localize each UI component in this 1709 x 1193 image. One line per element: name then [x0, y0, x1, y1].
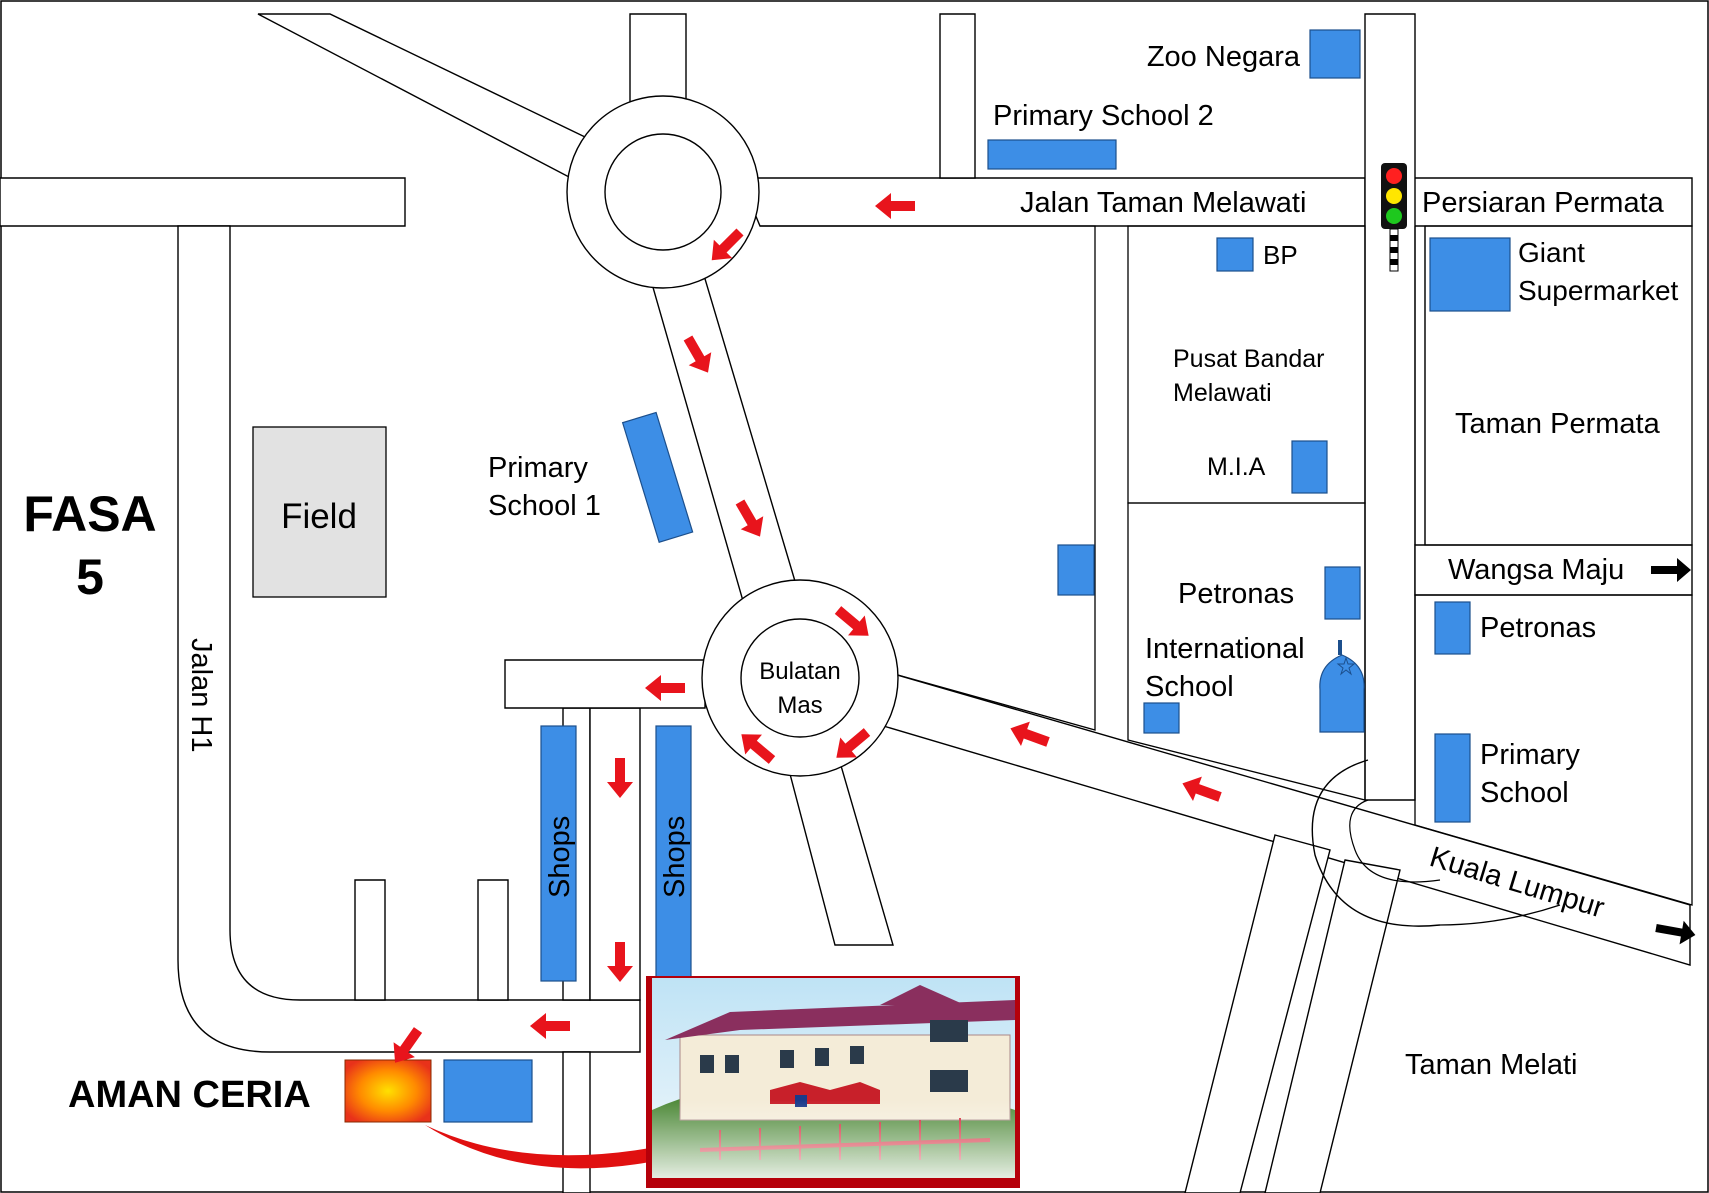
label-field: Field [281, 497, 357, 536]
label-shops-1: Shops [544, 816, 576, 898]
building-mia [1291, 440, 1328, 494]
label-taman-permata: Taman Permata [1455, 408, 1661, 440]
arrow-icon [530, 1013, 570, 1039]
label-petronas-1: Petronas [1178, 578, 1294, 610]
buildings [443, 29, 1511, 1123]
photo-roof-gable [880, 985, 965, 1005]
label-jalan-h1: Jalan H1 [185, 638, 217, 752]
arrow-icon [834, 606, 869, 636]
building-bp [1216, 237, 1254, 272]
building-primary-school [1434, 733, 1471, 823]
block-taman-permata [1424, 225, 1693, 546]
aman-ceria-pointer [425, 1125, 650, 1169]
road-north-south-main [1364, 13, 1416, 801]
arrow-icon [1651, 558, 1691, 582]
label-intl-line1: International [1145, 633, 1305, 665]
arrow-icon [875, 193, 915, 219]
slip-road-east [1439, 904, 1561, 926]
label-wangsa-maju: Wangsa Maju [1448, 554, 1624, 586]
arrow-icon [1655, 920, 1696, 945]
label-giant-line2: Supermarket [1518, 275, 1679, 306]
building-petronas-1 [1324, 566, 1361, 620]
building-international-school [1143, 702, 1180, 734]
road-taman-melati-2 [1264, 859, 1401, 1193]
arrow-icon [1182, 776, 1222, 802]
arrow-icon [607, 758, 633, 798]
road-taman-melati-1 [1184, 834, 1331, 1193]
label-intl-line2: School [1145, 671, 1234, 703]
arrow-icon [711, 228, 744, 261]
label-primary-school-2: Primary School 2 [993, 100, 1214, 132]
block-primary-school [1414, 594, 1693, 906]
field-area [252, 426, 387, 598]
label-primary-school-1-line1: Primary [488, 452, 588, 484]
road-south-spur [562, 1051, 591, 1193]
arrow-icon [683, 335, 712, 373]
roundabouts [566, 95, 1561, 927]
block-center [760, 225, 1096, 731]
road-spur-2 [477, 879, 509, 1001]
slip-road-outer [1311, 759, 1441, 927]
building-primary-school-1 [621, 411, 694, 543]
building-center-block [1057, 544, 1095, 596]
label-shops-2: Shops [659, 816, 691, 898]
label-pusat-line2: Melawati [1173, 379, 1272, 407]
building-shops-2 [655, 725, 692, 982]
direction-arrows [393, 193, 1696, 1063]
road-spur-1 [354, 879, 386, 1001]
mosque-icon [1319, 640, 1365, 733]
label-pusat-line1: Pusat Bandar [1173, 345, 1325, 373]
building-shops-1 [540, 725, 577, 982]
label-zoo-negara: Zoo Negara [1147, 41, 1301, 73]
arrow-icon [836, 728, 871, 758]
label-petronas-2: Petronas [1480, 612, 1596, 644]
roundabout-north-island [604, 133, 722, 251]
slip-road-inner [1349, 799, 1441, 883]
arrow-icon [645, 675, 685, 701]
label-primary-school-line1: Primary [1480, 739, 1580, 771]
road-top-left [0, 177, 406, 227]
label-primary-school-1-line2: School 1 [488, 490, 601, 522]
traffic-light-icon [1381, 163, 1407, 272]
arrow-icon [1010, 721, 1050, 747]
block-international-school [1127, 502, 1366, 801]
map-labels: Zoo Negara Primary School 2 Jalan Taman … [23, 41, 1678, 1116]
label-bp: BP [1263, 240, 1298, 270]
label-giant-line1: Giant [1518, 237, 1585, 268]
building-primary-school-2 [987, 139, 1117, 170]
label-fasa-line2: 5 [76, 549, 104, 605]
arrow-icon [741, 734, 776, 764]
label-taman-melati: Taman Melati [1405, 1049, 1577, 1081]
block-outlines [760, 225, 1693, 906]
building-giant-supermarket [1429, 237, 1511, 312]
label-bulatan-line1: Bulatan [759, 658, 840, 685]
road-jalan-h1 [177, 225, 641, 1053]
building-zoo-negara [1309, 29, 1361, 79]
label-jalan-taman-melawati: Jalan Taman Melawati [1020, 187, 1306, 219]
label-persiaran-permata: Persiaran Permata [1422, 187, 1665, 219]
arrow-icon [393, 1027, 423, 1063]
photo-windows [700, 1020, 968, 1092]
label-fasa-line1: FASA [23, 486, 156, 542]
label-primary-school-line2: School [1480, 777, 1569, 809]
arrow-icon [735, 499, 764, 537]
label-mia: M.I.A [1207, 453, 1266, 481]
label-bulatan-line2: Mas [777, 692, 822, 719]
building-photo [646, 976, 1020, 1188]
arrow-icon [607, 942, 633, 982]
label-aman-ceria: AMAN CERIA [68, 1074, 311, 1116]
road-zoo-spur [939, 13, 976, 179]
photo-fade [652, 1100, 1015, 1178]
roundabout-bulatan-mas-island [740, 618, 860, 738]
building-next-to-aman-ceria [443, 1059, 533, 1123]
photo-roof [665, 1000, 1015, 1040]
building-petronas-2 [1434, 601, 1471, 655]
aman-ceria-marker [344, 1059, 432, 1123]
